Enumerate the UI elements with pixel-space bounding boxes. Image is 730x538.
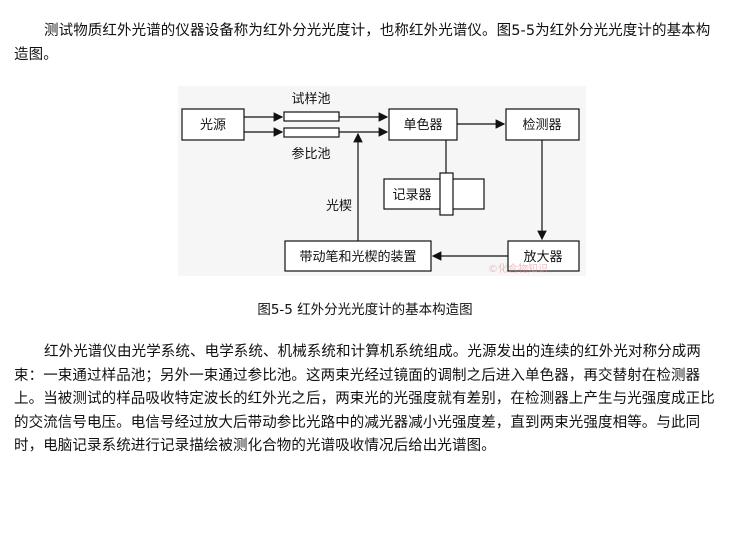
- watermark: ©化合物知识: [488, 262, 548, 275]
- reference-cell-label: 参比池: [291, 146, 330, 162]
- sample-cell-label: 试样池: [291, 92, 330, 107]
- sample-cell-icon: [283, 111, 340, 122]
- detector-label: 检测器: [522, 118, 561, 133]
- recorder-box: [383, 178, 485, 210]
- amplifier-label: 放大器: [523, 250, 562, 265]
- figure-caption: 图5-5 红外分光光度计的基本构造图: [257, 302, 473, 318]
- recorder-drum: [439, 172, 454, 216]
- monochromator-label: 单色器: [403, 117, 442, 133]
- drive-device-box: [284, 240, 432, 272]
- diagram-svg: 光源 试样池 参比池 单色器 检测器 记录器 光楔 放大器 带动笔和光楔的装置 …: [181, 92, 580, 275]
- source-box: [181, 108, 245, 141]
- recorder-label: 记录器: [392, 188, 431, 203]
- instrument-diagram: 光源 试样池 参比池 单色器 检测器 记录器 光楔 放大器 带动笔和光楔的装置 …: [178, 86, 586, 276]
- monochromator-box: [388, 108, 458, 141]
- drive-device-label: 带动笔和光楔的装置: [299, 249, 416, 265]
- body-paragraph: 红外光谱仪由光学系统、电学系统、机械系统和计算机系统组成。光源发出的连续的红外光…: [14, 344, 715, 454]
- reference-cell-icon: [283, 127, 340, 138]
- source-label: 光源: [200, 118, 226, 133]
- amplifier-box: [507, 240, 580, 272]
- wedge-label: 光楔: [326, 199, 352, 214]
- intro-paragraph: 测试物质红外光谱的仪器设备称为红外分光光度计，也称红外光谱仪。图5-5为红外分光…: [14, 23, 711, 63]
